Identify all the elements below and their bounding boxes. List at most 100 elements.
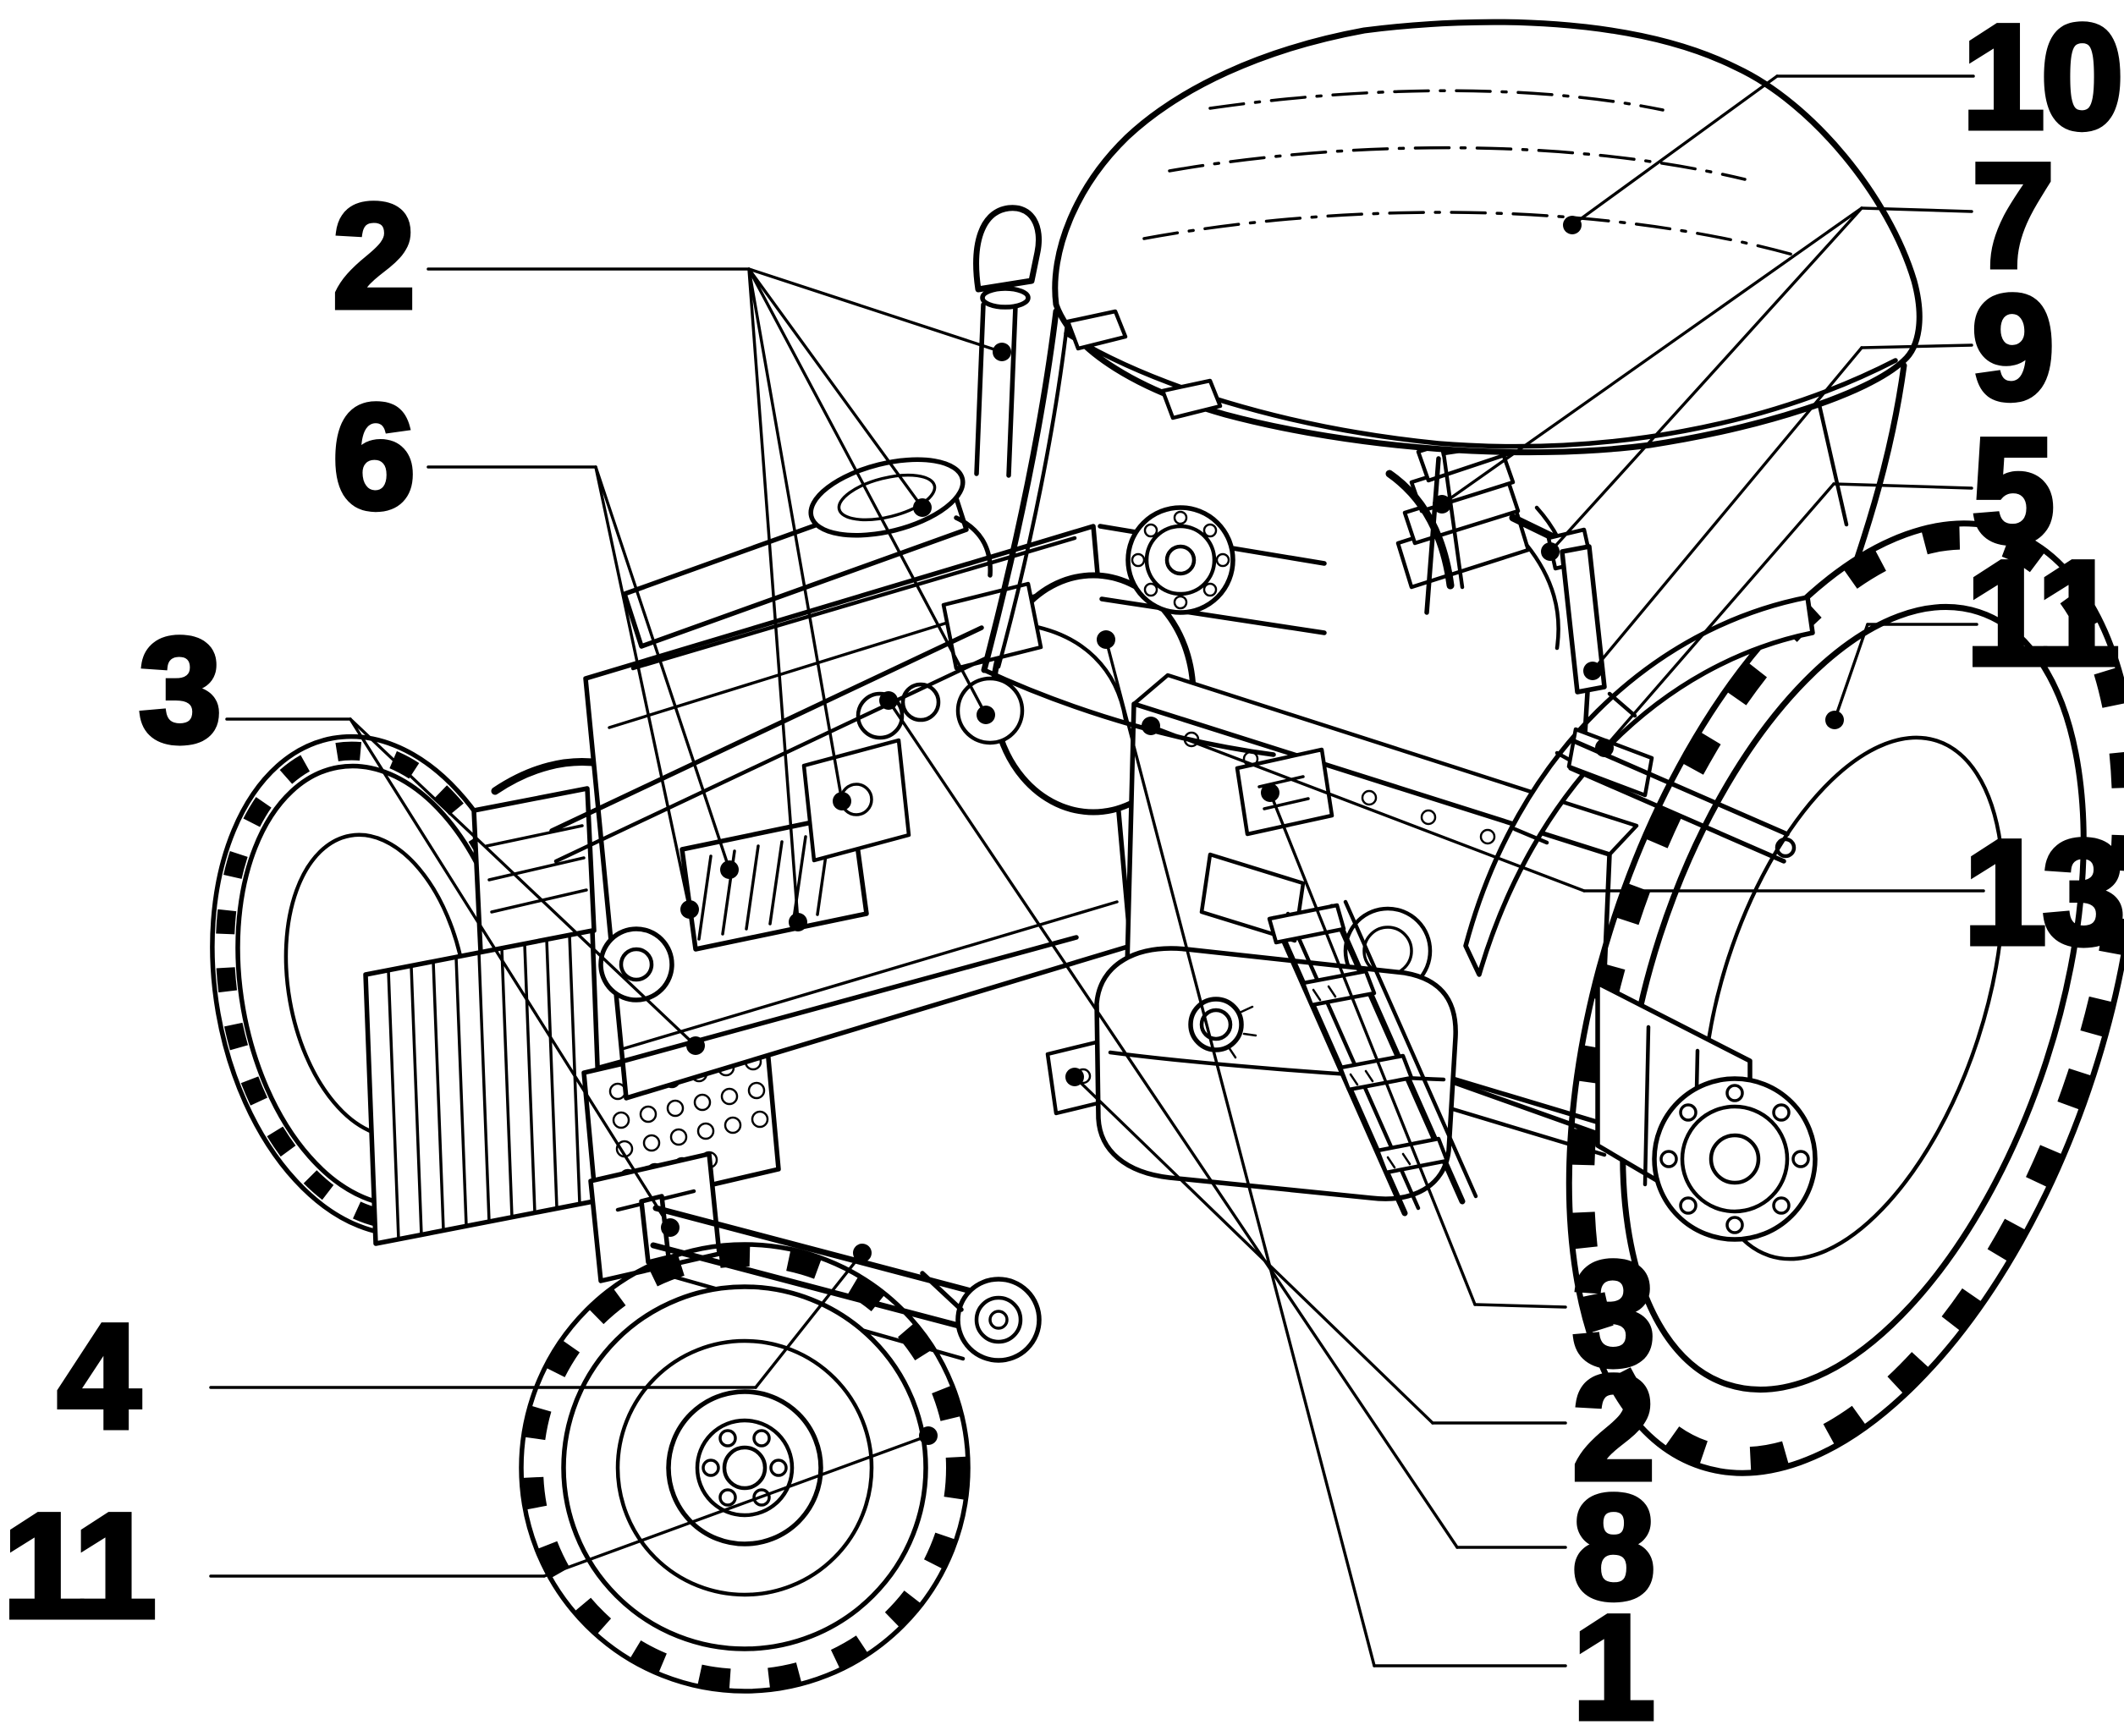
- callout-label-11-right: 11: [1967, 531, 2116, 696]
- leader-branch-11-bottom-0: [542, 1434, 930, 1578]
- callout-3-right: 3: [1261, 783, 1658, 1400]
- leader-dot-3-left-1: [661, 1218, 680, 1237]
- windshield-sill: [982, 667, 1276, 757]
- leader-dot-11-right-0: [1825, 711, 1844, 729]
- leader-branch-2-top-3: [747, 267, 844, 803]
- leader-stem-3-right: [1473, 1303, 1567, 1309]
- callout-7: 7: [1433, 131, 2057, 561]
- leader-dot-2-top-1: [913, 498, 932, 517]
- mid-pillar: [1424, 456, 1441, 615]
- leader-branch-3-left-0: [349, 717, 697, 1047]
- callout-label-5: 5: [1972, 409, 2050, 574]
- leader-branch-7-0: [1440, 206, 1863, 506]
- leader-branch-9-0: [1591, 346, 1863, 673]
- callout-5: 5: [1595, 406, 2057, 757]
- cab-roof: [1052, 19, 1923, 456]
- callout-label-2-top: 2: [333, 174, 411, 339]
- leader-dot-2-top-3: [833, 792, 851, 810]
- rear-hub: [1652, 1076, 1818, 1242]
- step-tread: [1338, 1053, 1414, 1092]
- leader-dot-13-0: [1142, 717, 1160, 735]
- callout-2-top: 2: [330, 172, 1011, 931]
- fuel-tank: [1094, 946, 1458, 1201]
- callout-label-9: 9: [1972, 266, 2050, 431]
- exhaust-collar: [980, 286, 1031, 310]
- leader-dot-4-0: [853, 1244, 872, 1262]
- steering-knuckle: [920, 1271, 1042, 1363]
- leader-branch-6-0: [594, 465, 691, 911]
- wheel-flange: [1125, 505, 1235, 615]
- leader-branch-6-1: [594, 465, 731, 871]
- callout-4: 4: [55, 1244, 872, 1463]
- leader-branch-7-1: [1549, 206, 1863, 553]
- leader-dot-5-0: [1595, 739, 1614, 757]
- ladder-top-plate: [1267, 903, 1346, 945]
- callout-3-left: 3: [136, 606, 705, 1237]
- lift-cylinder: [1560, 544, 1607, 695]
- leader-dot-6-1: [720, 860, 739, 879]
- leader-dot-2-top-4: [789, 913, 807, 931]
- injection-pump: [801, 738, 911, 863]
- lower-link: [1568, 739, 1790, 864]
- leader-dot-8-0: [879, 691, 898, 710]
- step-tread: [1375, 1136, 1450, 1175]
- rear-axle-hub: [1595, 981, 1818, 1242]
- leader-branch-2-top-0: [747, 267, 1004, 354]
- leader-dot-6-0: [680, 900, 699, 919]
- callout-2-right: 2: [1065, 1068, 1658, 1514]
- cab-mount-bracket: [1235, 747, 1334, 837]
- leader-dot-11-bottom-0: [919, 1426, 938, 1445]
- callout-label-3-right: 3: [1572, 1232, 1651, 1397]
- grab-rail: [1385, 470, 1455, 590]
- leader-dot-3-right-0: [1261, 783, 1279, 802]
- callout-13: 13: [1142, 717, 2124, 979]
- callout-label-4: 4: [58, 1294, 140, 1459]
- leader-branch-2-top-1: [747, 267, 924, 509]
- callout-1: 1: [1097, 630, 1658, 1736]
- intake-hose: [954, 515, 993, 578]
- leader-branch-1-0: [1104, 638, 1376, 1667]
- leader-branch-10-0: [1571, 74, 1779, 227]
- callout-label-13: 13: [1964, 810, 2122, 975]
- leader-stem-9: [1860, 343, 1973, 349]
- callout-label-3-left: 3: [139, 608, 217, 773]
- callout-8: 8: [879, 691, 1658, 1634]
- leader-dot-9-0: [1583, 662, 1602, 680]
- a-pillar: [981, 308, 1059, 673]
- callout-label-8: 8: [1572, 1465, 1651, 1630]
- front-hub: [666, 1389, 823, 1546]
- leader-stem-5: [1832, 482, 1973, 490]
- callout-9: 9: [1583, 263, 2057, 680]
- callout-label-7: 7: [1972, 134, 2050, 299]
- callout-10: 10: [1563, 0, 2124, 234]
- engine-mount: [941, 581, 1043, 671]
- front-wheel: [519, 1242, 971, 1694]
- step-tread: [1301, 969, 1377, 1008]
- leader-branch-13-0: [1149, 724, 1586, 893]
- exhaust-top: [973, 205, 1042, 293]
- leader-branch-2-top-4: [747, 267, 800, 924]
- leader-stem-7: [1860, 206, 1973, 213]
- callout-11-right: 11: [1825, 529, 2122, 729]
- leader-branch-2-right-0: [1073, 1075, 1434, 1425]
- rear-fender: [1235, 595, 1815, 977]
- roof-clip: [1160, 378, 1223, 420]
- step-ladder: [1267, 899, 1478, 1217]
- exhaust-pipe: [974, 302, 1018, 478]
- leader-dot-2-right-0: [1065, 1068, 1084, 1086]
- leader-dot-2-top-0: [993, 343, 1011, 361]
- leader-branch-2-top-2: [747, 267, 988, 717]
- leader-branch-8-0: [887, 699, 1459, 1549]
- leader-dot-7-1: [1541, 542, 1560, 561]
- roof-clip: [1065, 309, 1128, 351]
- callout-label-11-bottom: 11: [3, 1484, 153, 1649]
- leader-dot-7-0: [1433, 495, 1451, 514]
- crank-pulley: [598, 926, 674, 1003]
- leader-branch-4-0: [754, 1251, 864, 1389]
- callout-label-2-right: 2: [1572, 1346, 1651, 1511]
- leader-branch-3-left-1: [349, 717, 672, 1229]
- callout-6: 6: [330, 372, 739, 919]
